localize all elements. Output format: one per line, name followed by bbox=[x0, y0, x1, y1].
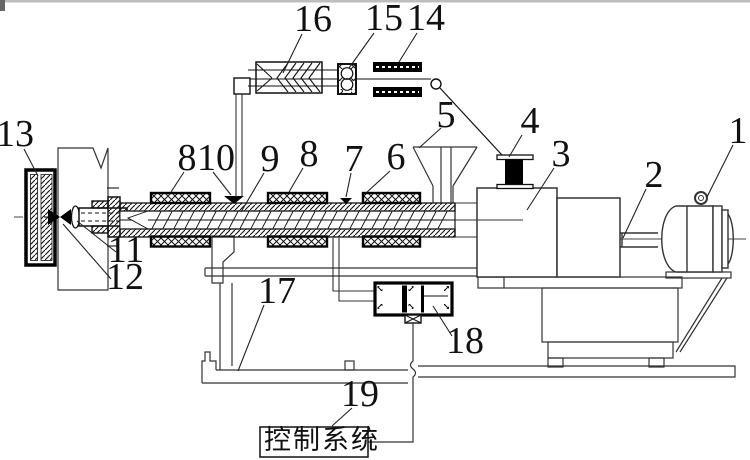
part-label-9: 9 bbox=[261, 138, 280, 180]
static-mixer bbox=[255, 61, 323, 94]
part-label-18: 18 bbox=[446, 320, 484, 362]
control-circuit: 控制系统 bbox=[259, 238, 454, 458]
heater-band bbox=[149, 191, 212, 205]
part-labels: 1 2 3 4 5 6 7 8 8 9 10 11 12 13 14 15 16… bbox=[0, 0, 748, 415]
leader-16 bbox=[282, 33, 303, 74]
leader-7 bbox=[345, 172, 352, 198]
diagonal-brace bbox=[675, 277, 728, 353]
leader-14 bbox=[398, 32, 418, 63]
leader-8b bbox=[288, 167, 304, 193]
leader-15 bbox=[348, 32, 375, 69]
box18-corner-hatch bbox=[377, 286, 449, 309]
leader-19 bbox=[331, 407, 353, 427]
heater-band bbox=[361, 191, 422, 205]
part-label-4: 4 bbox=[521, 100, 540, 142]
leader-3 bbox=[526, 167, 555, 211]
sensor-wires bbox=[332, 238, 375, 302]
strand-heater-bottom bbox=[373, 87, 422, 97]
support-beam bbox=[204, 267, 477, 277]
extruder-barrel bbox=[119, 191, 523, 248]
motor bbox=[620, 191, 734, 273]
leader-12 bbox=[62, 223, 112, 280]
leader-10 bbox=[212, 171, 232, 196]
leader-1 bbox=[706, 144, 734, 198]
leader-5 bbox=[418, 127, 442, 149]
gearbox-housing bbox=[476, 187, 558, 278]
part-label-3: 3 bbox=[552, 133, 571, 175]
motor-shaft bbox=[620, 232, 658, 248]
guide-pulley bbox=[430, 78, 442, 90]
pipe-elbow bbox=[233, 77, 251, 95]
filament-line bbox=[439, 87, 503, 156]
leader-17 bbox=[237, 304, 265, 372]
right-base-rail bbox=[418, 365, 736, 378]
heater-band bbox=[266, 235, 329, 248]
heater-bands bbox=[149, 191, 422, 248]
pedestal-block bbox=[541, 287, 679, 343]
leader-8a bbox=[170, 171, 185, 193]
part-label-2: 2 bbox=[645, 154, 664, 196]
strand-heater-top bbox=[373, 62, 422, 72]
leader-lines bbox=[23, 32, 734, 427]
scan-artifact-top bbox=[0, 0, 750, 3]
winder-spool bbox=[496, 154, 534, 190]
left-base-rail bbox=[202, 369, 408, 384]
part-label-8a: 8 bbox=[178, 137, 197, 179]
melt-port bbox=[224, 196, 244, 204]
heater-band bbox=[361, 235, 422, 248]
part-label-19: 19 bbox=[341, 373, 379, 415]
leader-4 bbox=[508, 134, 523, 158]
heater-band bbox=[149, 235, 212, 248]
gearbox-base-plate bbox=[477, 276, 683, 289]
part-label-13: 13 bbox=[0, 113, 34, 155]
control-system-text: 控制系统 bbox=[264, 425, 380, 455]
melt-line bbox=[233, 61, 503, 197]
leader-2 bbox=[622, 188, 647, 239]
leader-18 bbox=[432, 305, 453, 337]
scan-artifact-corner bbox=[0, 0, 5, 11]
die-orifice bbox=[48, 209, 60, 225]
hopper bbox=[412, 146, 478, 203]
part-label-7: 7 bbox=[345, 138, 364, 180]
part-label-15: 15 bbox=[365, 0, 403, 39]
part-label-17: 17 bbox=[258, 270, 296, 312]
part-label-14: 14 bbox=[407, 0, 445, 39]
mixer-chevrons bbox=[256, 62, 321, 93]
heater-band bbox=[266, 191, 329, 205]
screw bbox=[120, 210, 455, 230]
part-label-5: 5 bbox=[437, 94, 456, 136]
coupling-housing bbox=[556, 197, 621, 278]
support-column bbox=[219, 283, 233, 370]
die-assembly bbox=[24, 168, 128, 267]
part-label-1: 1 bbox=[729, 110, 748, 152]
part-label-12: 12 bbox=[106, 256, 144, 298]
riser-pipe bbox=[235, 94, 243, 197]
control-wire bbox=[368, 323, 417, 443]
screw-tip bbox=[126, 210, 149, 230]
leader-9 bbox=[240, 172, 265, 213]
leader-6 bbox=[365, 170, 391, 194]
base-frame bbox=[57, 147, 736, 384]
thermocouple bbox=[340, 198, 352, 204]
leader-13 bbox=[23, 148, 39, 177]
gearbox bbox=[476, 187, 621, 278]
part-label-8b: 8 bbox=[300, 133, 319, 175]
leader-11 bbox=[76, 220, 117, 253]
part-label-6: 6 bbox=[387, 136, 406, 178]
pump-corner-hatch bbox=[339, 65, 355, 93]
part-label-11: 11 bbox=[108, 229, 145, 271]
part-label-10: 10 bbox=[197, 137, 235, 179]
part-label-16: 16 bbox=[294, 0, 332, 40]
control-system-box bbox=[259, 426, 369, 458]
